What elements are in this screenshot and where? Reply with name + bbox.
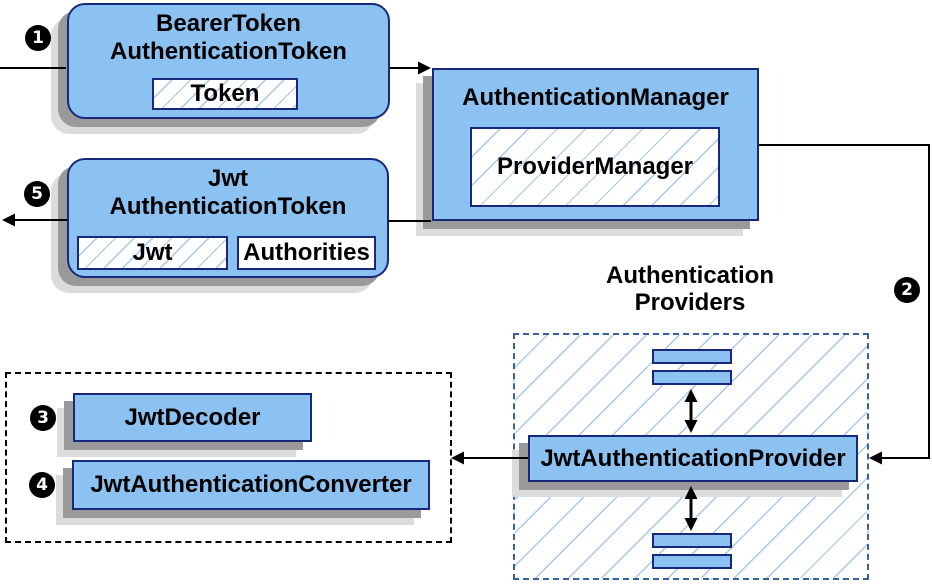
token-field-label: Token — [190, 80, 260, 107]
provider-manager-box: ProviderManager — [470, 127, 720, 207]
jwt-token-title-line2: AuthenticationToken — [109, 193, 347, 220]
providers-heading-line1: Authentication — [606, 262, 774, 289]
jwt-authentication-converter-label: JwtAuthenticationConverter — [90, 471, 412, 498]
provider-manager-label: ProviderManager — [496, 153, 694, 180]
jwt-authentication-provider-label: JwtAuthenticationProvider — [540, 444, 846, 472]
jwt-authentication-provider-node: JwtAuthenticationProvider — [528, 435, 858, 482]
step-badge-2: 2 — [894, 277, 920, 303]
jwt-field-label: Jwt — [132, 239, 173, 266]
authorities-field: Authorities — [237, 236, 376, 270]
authentication-providers-heading: Authentication Providers — [565, 262, 815, 316]
jwt-token-title-line1: Jwt — [207, 165, 248, 192]
bearer-token-node-title: BearerToken AuthenticationToken — [69, 5, 388, 66]
step-badge-5: 5 — [24, 181, 50, 207]
bearer-token-title-line2: AuthenticationToken — [110, 38, 347, 65]
provider-stack-bar-bottom-2 — [652, 554, 732, 569]
jwt-token-node-title: Jwt AuthenticationToken — [69, 160, 387, 221]
authorities-field-label: Authorities — [243, 239, 370, 266]
bearer-token-authentication-token-node: BearerToken AuthenticationToken Token — [67, 3, 390, 119]
provider-stack-bar-bottom-1 — [652, 533, 732, 548]
jwt-decoder-node: JwtDecoder — [73, 393, 312, 442]
jwt-decoder-label: JwtDecoder — [124, 403, 261, 431]
step-badge-1: 1 — [25, 25, 51, 51]
provider-stack-bar-top-2 — [652, 370, 732, 385]
jwt-field: Jwt — [77, 236, 228, 270]
jwt-authentication-converter-node: JwtAuthenticationConverter — [72, 460, 430, 510]
providers-heading-line2: Providers — [634, 289, 746, 316]
step-badge-4: 4 — [29, 472, 55, 498]
token-field: Token — [152, 78, 298, 110]
authentication-manager-node: AuthenticationManager ProviderManager — [432, 68, 759, 221]
provider-stack-bar-top-1 — [652, 349, 732, 364]
authentication-manager-title: AuthenticationManager — [462, 84, 729, 111]
arrow-token-to-manager — [390, 61, 431, 75]
step-badge-3: 3 — [30, 405, 56, 431]
bearer-token-title-line1: BearerToken — [156, 10, 301, 37]
arrow-result-out — [2, 213, 67, 227]
jwt-authentication-token-node: Jwt AuthenticationToken Jwt Authorities — [67, 158, 389, 278]
